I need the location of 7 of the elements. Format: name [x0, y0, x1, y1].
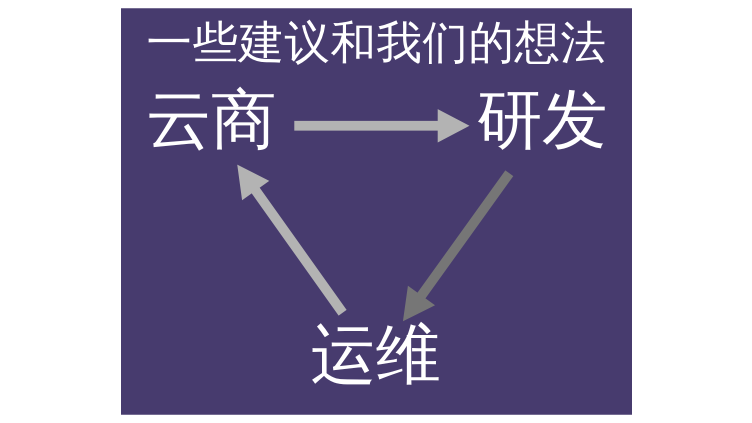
node-text: 运维: [310, 317, 440, 394]
node-text: 研发: [476, 82, 607, 158]
arrow: [236, 164, 346, 316]
diagram-title: 一些建议和我们的想法: [146, 16, 606, 69]
node-text: 云商: [145, 82, 276, 158]
arrow: [402, 170, 513, 322]
arrow: [294, 109, 469, 142]
